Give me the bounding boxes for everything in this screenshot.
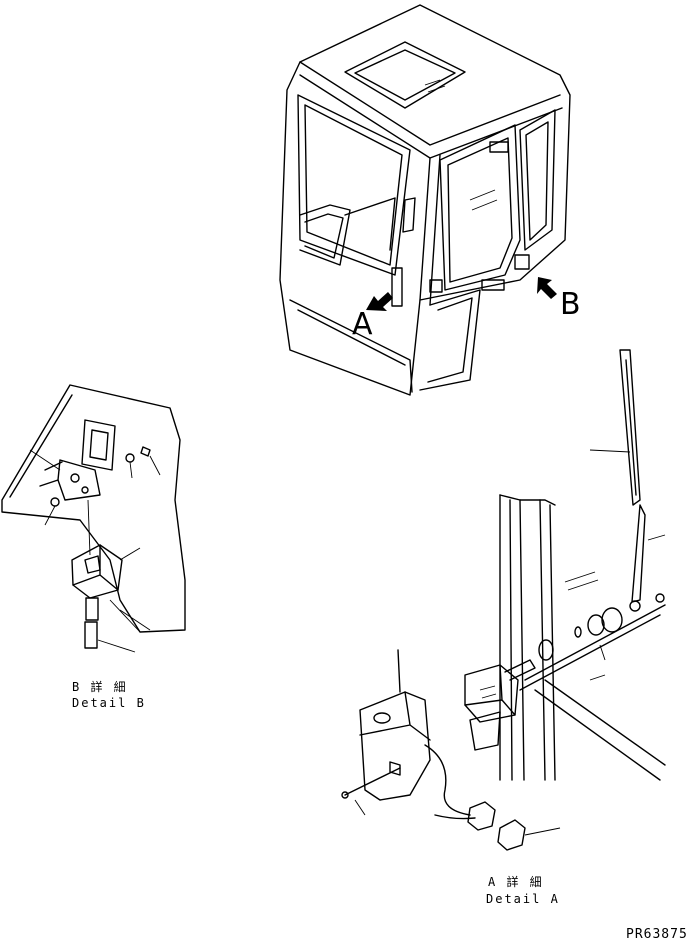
detail-a-wiper-assembly [341,349,666,851]
callout-arrow-b [537,277,557,299]
detail-b-caption-jp: B 詳 細 [72,680,128,694]
detail-a-caption-jp: A 詳 細 [488,875,544,889]
callout-arrow-a [366,292,393,311]
operator-cab [279,4,571,396]
detail-b-latch-assembly [1,384,186,653]
detail-b-caption-en: Detail B [72,696,146,710]
callout-label-a: A [352,307,373,342]
detail-a-caption-en: Detail A [486,892,560,906]
drawing-code: PR63875 [626,927,688,942]
callout-label-b: B [560,287,581,322]
